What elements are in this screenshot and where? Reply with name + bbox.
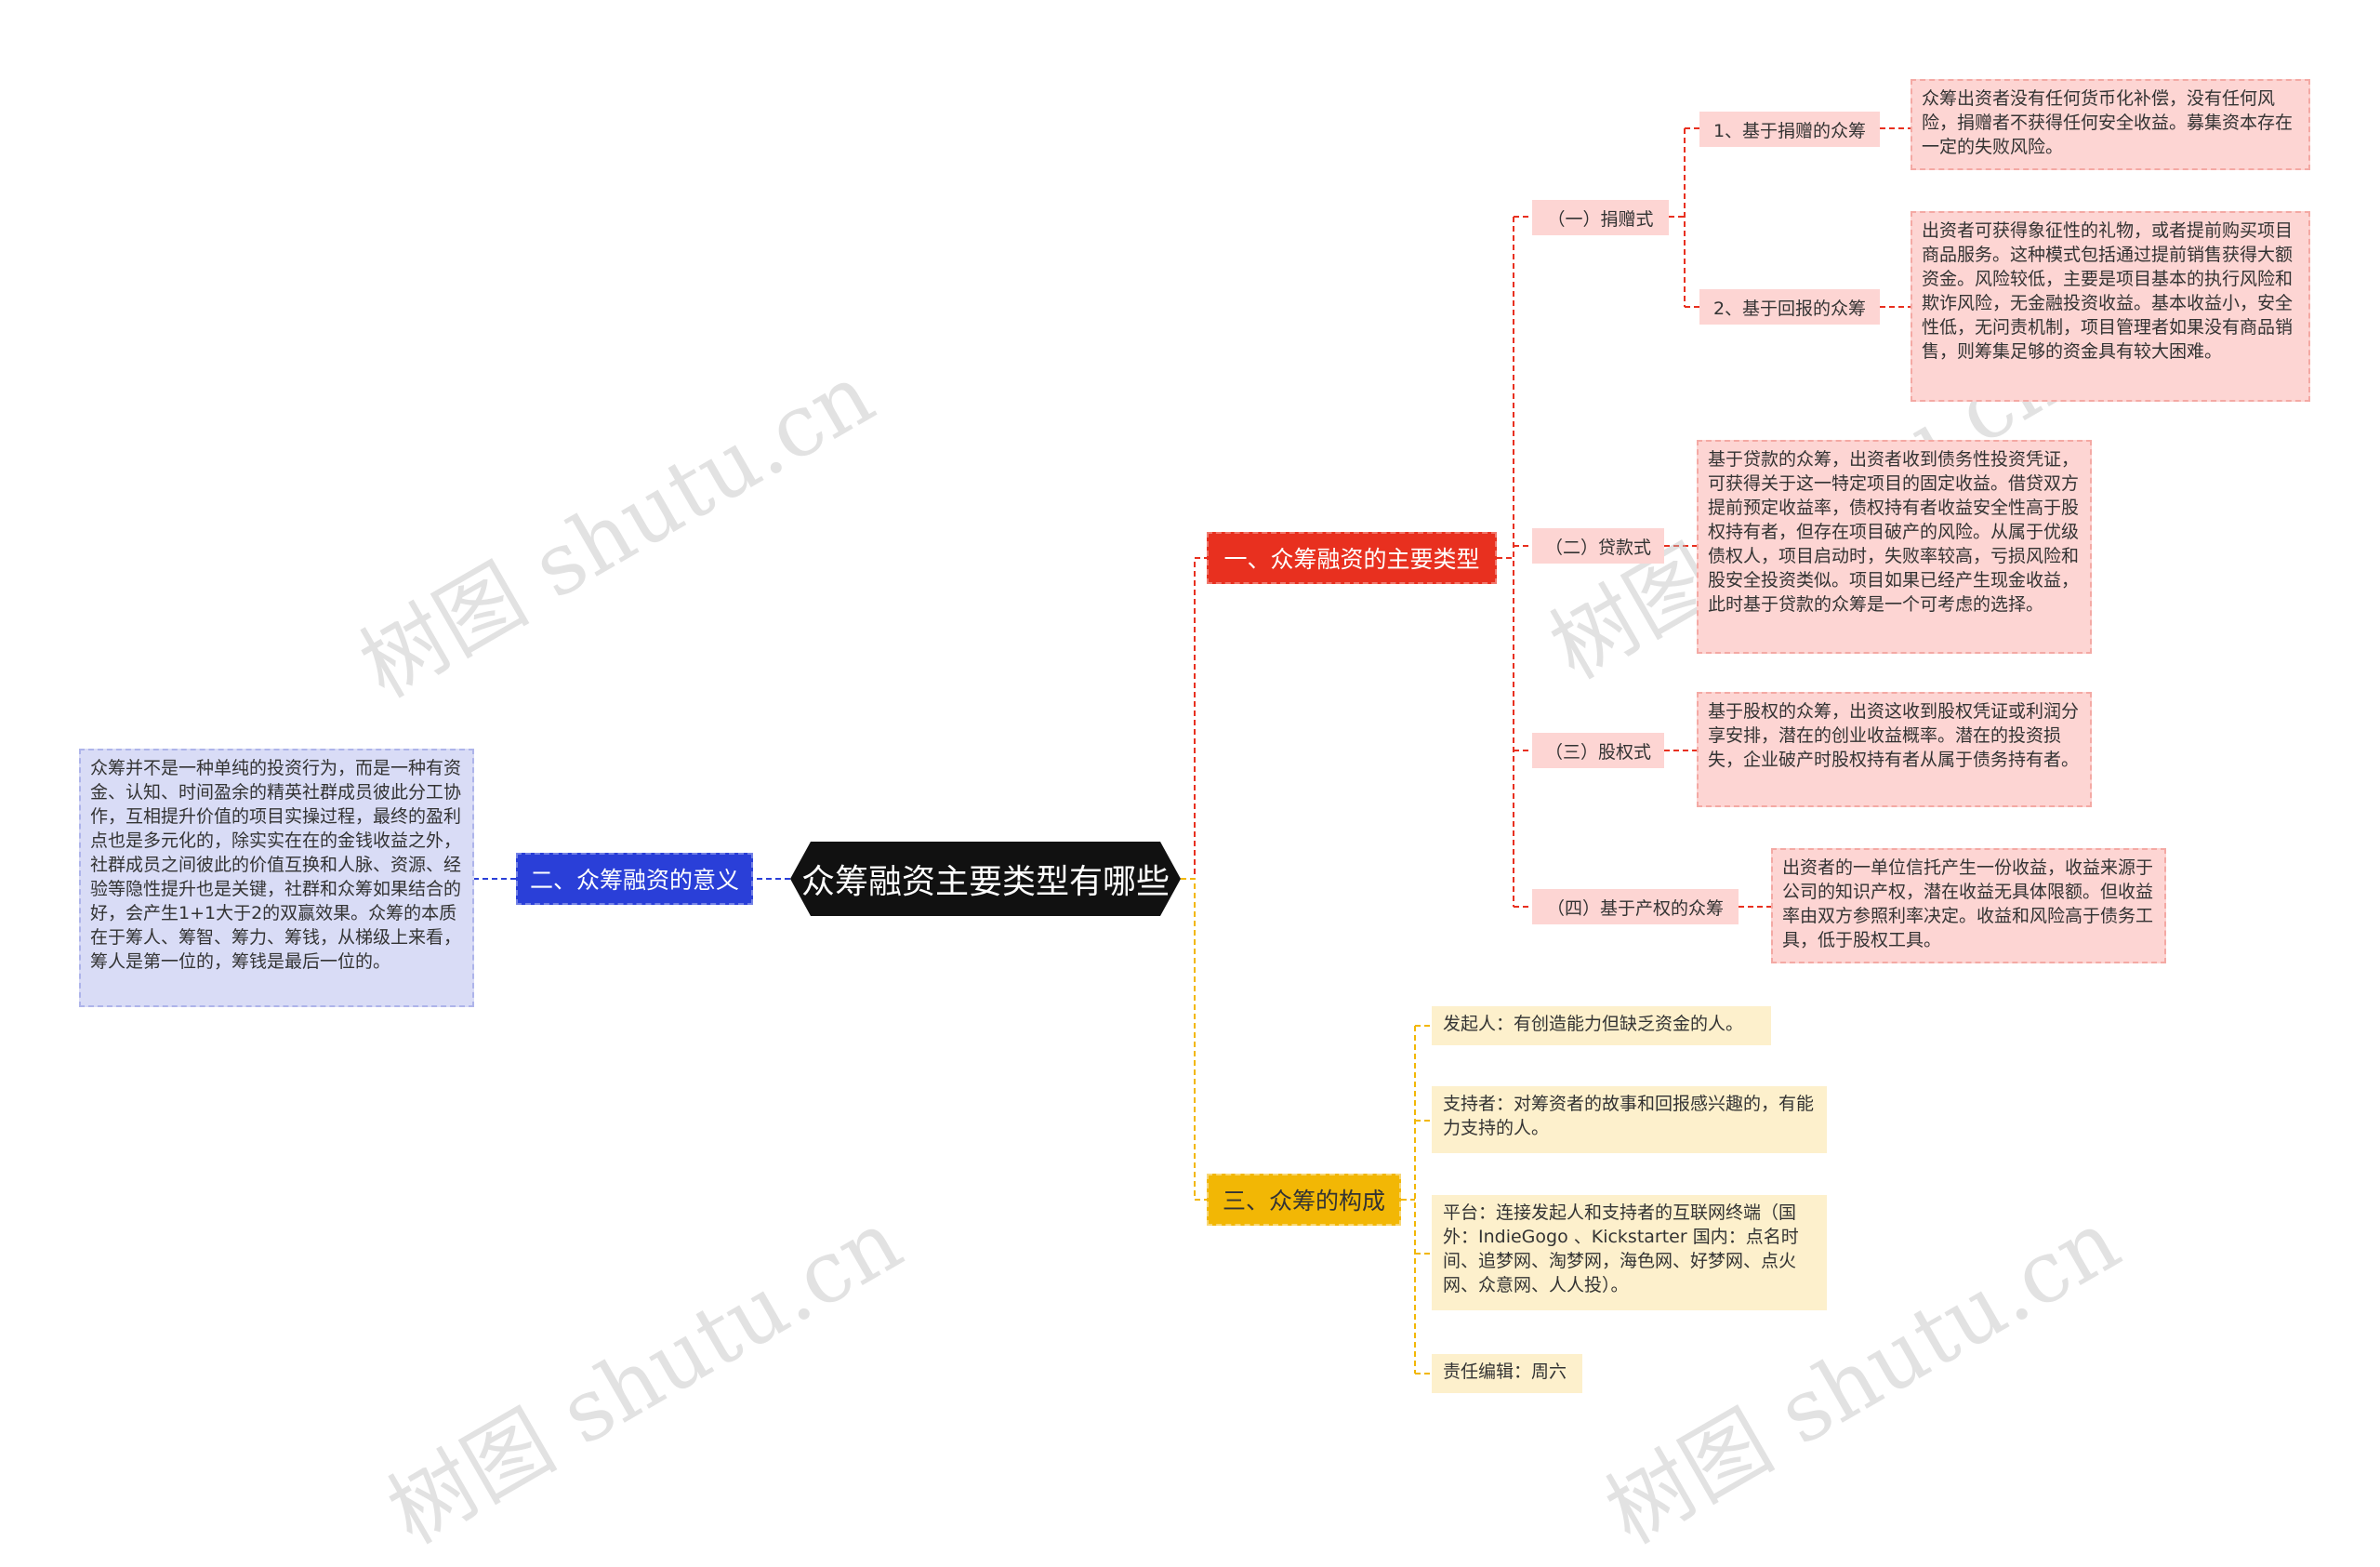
sub-property[interactable]: （四）基于产权的众筹: [1532, 889, 1739, 924]
sub-donation-child-1[interactable]: 1、基于捐赠的众筹: [1699, 112, 1880, 147]
mindmap-canvas: 树图 shutu.cn 树图 shutu.cn 树图 shutu.cn 树图 s…: [79, 79, 2310, 1563]
sub-donation-child-2[interactable]: 2、基于回报的众筹: [1699, 289, 1880, 325]
sub-equity[interactable]: （三）股权式: [1532, 733, 1664, 768]
link-root-branch1: [1181, 557, 1207, 880]
sub-donation[interactable]: （一）捐赠式: [1532, 200, 1669, 235]
sub-donation-child-1-detail: 众筹出资者没有任何货币化补偿，没有任何风险，捐赠者不获得任何安全收益。募集资本存…: [1911, 79, 2310, 170]
composition-item-editor: 责任编辑：周六: [1432, 1354, 1582, 1393]
connector-lines: [474, 127, 1911, 1374]
root-topic[interactable]: 众筹融资主要类型有哪些: [790, 842, 1181, 916]
composition-item-initiator: 发起人：有创造能力但缺乏资金的人。: [1432, 1006, 1771, 1045]
sub-equity-detail: 基于股权的众筹，出资这收到股权凭证或利润分享安排，潜在的创业收益概率。潜在的投资…: [1697, 692, 2092, 807]
link-branch1-subs: [1497, 216, 1532, 908]
composition-item-supporter: 支持者：对筹资者的故事和回报感兴趣的，有能力支持的人。: [1432, 1086, 1827, 1153]
composition-item-platform: 平台：连接发起人和支持者的互联网终端（国外：IndieGogo 、Kicksta…: [1432, 1195, 1827, 1310]
link-sub1-children: [1669, 127, 1699, 308]
branch-main-types[interactable]: 一、众筹融资的主要类型: [1207, 532, 1497, 584]
sub-property-detail: 出资者的一单位信托产生一份收益，收益来源于公司的知识产权，潜在收益无具体限额。但…: [1771, 848, 2166, 963]
branch-significance[interactable]: 二、众筹融资的意义: [516, 853, 753, 905]
sub-loan[interactable]: （二）贷款式: [1532, 528, 1664, 564]
branch-composition[interactable]: 三、众筹的构成: [1207, 1174, 1401, 1226]
branch-significance-detail: 众筹并不是一种单纯的投资行为，而是一种有资金、认知、时间盈余的精英社群成员彼此分…: [79, 749, 474, 1007]
sub-donation-child-2-detail: 出资者可获得象征性的礼物，或者提前购买项目商品服务。这种模式包括通过提前销售获得…: [1911, 211, 2310, 402]
link-root-branch3: [1181, 878, 1207, 1201]
link-branch3-items: [1401, 1025, 1432, 1374]
sub-loan-detail: 基于贷款的众筹，出资者收到债务性投资凭证，可获得关于这一特定项目的固定收益。借贷…: [1697, 440, 2092, 654]
